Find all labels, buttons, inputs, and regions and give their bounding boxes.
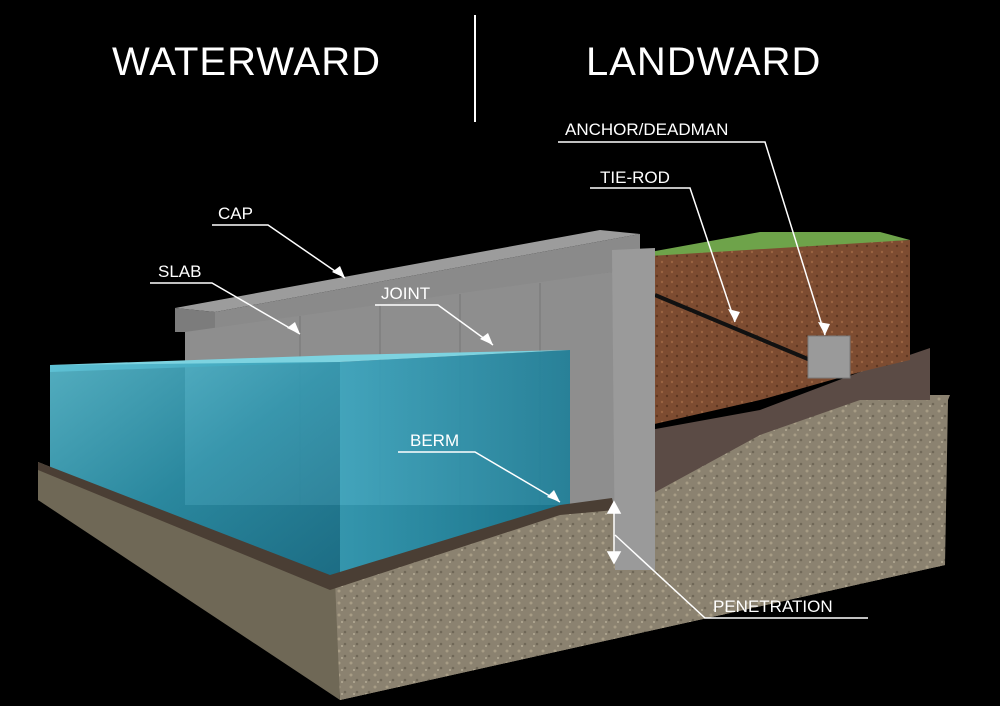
- wall-pile: [612, 248, 655, 570]
- leader-joint: [375, 304, 494, 346]
- grass-strip: [650, 232, 910, 256]
- landward-heading: LANDWARD: [586, 40, 822, 84]
- label-penetration: PENETRATION: [713, 597, 833, 616]
- label-slab: SLAB: [158, 262, 202, 281]
- soil-block: [650, 240, 910, 425]
- tie-rod: [654, 293, 816, 364]
- waterward-heading: WATERWARD: [112, 40, 381, 84]
- ground-front-face: [38, 395, 945, 700]
- leader-slab: [150, 282, 301, 335]
- landward-berm: [650, 348, 930, 495]
- label-berm: BERM: [410, 431, 460, 450]
- leader-penetration: [614, 534, 868, 619]
- label-anchor-deadman: ANCHOR/DEADMAN: [565, 120, 729, 139]
- waterward-berm: [38, 462, 615, 590]
- leader-lines: [150, 141, 868, 619]
- label-joint: JOINT: [381, 284, 431, 303]
- leader-arrowheads: [287, 266, 830, 502]
- label-tie-rod: TIE-ROD: [600, 168, 670, 187]
- leader-tie-rod: [590, 187, 736, 323]
- leader-cap: [212, 224, 346, 279]
- label-cap: CAP: [218, 204, 253, 223]
- leader-anchor: [558, 141, 826, 336]
- cap-face: [215, 234, 640, 332]
- cap-top: [175, 230, 640, 312]
- ground-left-face: [38, 462, 340, 700]
- cap-front: [175, 308, 215, 332]
- penetration-arrow: [606, 500, 622, 565]
- anchor-deadman: [807, 335, 851, 379]
- water-front: [50, 362, 340, 580]
- leader-berm: [398, 451, 561, 503]
